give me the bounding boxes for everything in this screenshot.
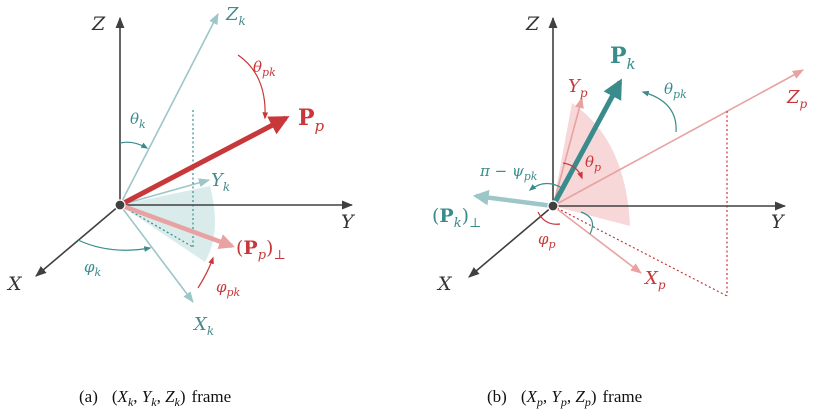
z-axis-label: Z: [91, 13, 106, 35]
x-axis-label-b: X: [436, 273, 453, 295]
p-perp-vector: [119, 202, 235, 250]
psi-label: π − ψpk: [479, 162, 538, 183]
panel-b: Z Y X Zp Yp Xp Pk (Pk)⊥ θpk θp π − ψpk φ…: [432, 13, 808, 409]
panel-a: Z Y X Zk Yk Xk Pp (Pp)⊥ θk θpk φk φpk (a…: [6, 4, 356, 409]
pk-perp-label: (Pk)⊥: [432, 205, 481, 231]
caption-b: (b)(Xp, Yp, Zp)frame: [487, 387, 642, 409]
xk-label: Xk: [192, 314, 214, 338]
yp-label: Yp: [568, 76, 588, 100]
phi-p-label: φp: [538, 230, 556, 251]
xp-label: Xp: [643, 268, 666, 292]
origin-dot: [114, 199, 126, 211]
x-axis-b: [468, 205, 554, 278]
p-vector: [118, 115, 290, 208]
phi-pk-label: φpk: [216, 278, 241, 299]
theta-p-arc: [562, 162, 583, 180]
theta-pk-label: θpk: [253, 58, 276, 79]
origin-dot-b: [547, 200, 559, 212]
theta-pk-label-b: θpk: [664, 80, 687, 101]
projection-base: [119, 204, 194, 248]
pk-perp-vector: [472, 189, 554, 209]
x-axis-label: X: [6, 273, 23, 295]
caption-a: (a)(Xk, Yk, Zk)frame: [79, 387, 231, 409]
xk-axis: [119, 204, 194, 303]
phi-pk-arc: [197, 256, 214, 289]
zp-axis: [552, 69, 804, 207]
theta-k-arc: [119, 141, 149, 149]
phi-p-arc-return: [580, 211, 594, 235]
zp-label: Zp: [786, 87, 808, 111]
phi-k-label: φk: [84, 258, 102, 279]
yp-axis: [552, 96, 584, 207]
yk-axis: [119, 178, 211, 206]
xp-axis: [552, 205, 642, 274]
projection-base-b: [552, 205, 728, 297]
theta-pk-arc: [237, 54, 269, 120]
zk-label: Zk: [225, 4, 246, 28]
phi-p-arc: [537, 211, 561, 225]
theta-pk-arc-b: [641, 90, 677, 133]
phi-k-arc: [77, 239, 152, 252]
p-perp-label: (Pp)⊥: [236, 237, 286, 263]
z-axis-label-b: Z: [525, 13, 540, 35]
yk-label: Yk: [211, 170, 230, 194]
zk-axis: [119, 13, 219, 206]
pk-vector: [550, 78, 623, 208]
psi-arc: [528, 182, 563, 191]
theta-p-label: θp: [585, 153, 601, 174]
theta-k-label: θk: [130, 110, 146, 131]
y-axis-label: Y: [341, 211, 356, 233]
p-vector-label: Pp: [298, 105, 325, 135]
pk-vector-label: Pk: [610, 43, 636, 73]
y-axis-label-b: Y: [771, 211, 786, 233]
